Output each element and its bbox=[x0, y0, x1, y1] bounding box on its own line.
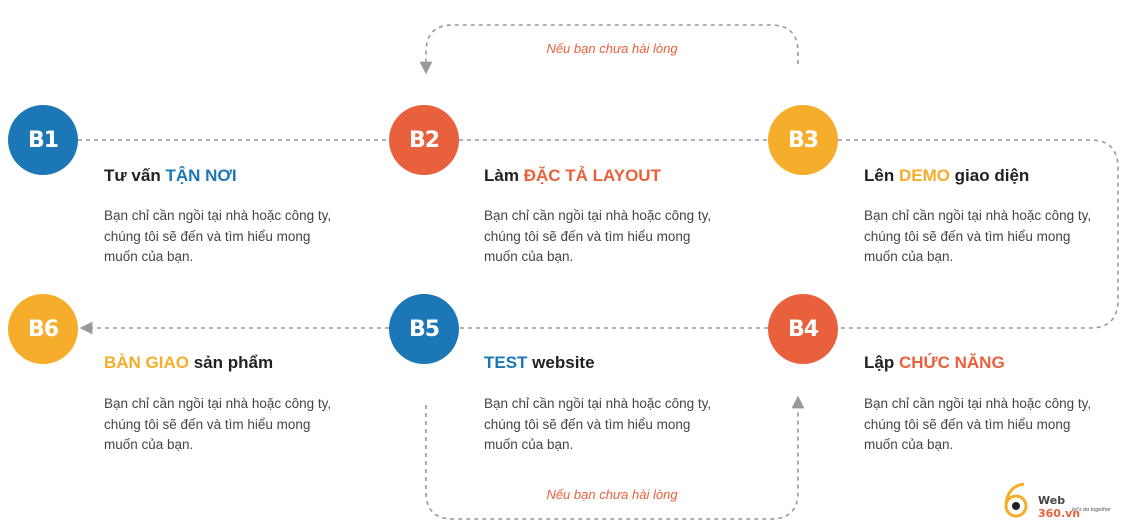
step-desc-line: Bạn chỉ cần ngồi tại nhà hoặc công ty, bbox=[104, 208, 332, 223]
loop-bottom-label: Nếu bạn chưa hài lòng bbox=[546, 487, 678, 502]
step-desc-line: Bạn chỉ cần ngồi tại nhà hoặc công ty, bbox=[864, 396, 1092, 411]
step-desc-line: Bạn chỉ cần ngồi tại nhà hoặc công ty, bbox=[864, 208, 1092, 223]
loop-top-label: Nếu bạn chưa hài lòng bbox=[546, 41, 678, 56]
step-desc-line: chúng tôi sẽ đến và tìm hiểu mong bbox=[104, 416, 311, 432]
step-desc-b4: Bạn chỉ cần ngồi tại nhà hoặc công ty, ch… bbox=[864, 394, 1121, 456]
step-title-b6: BÀN GIAO sản phẩm bbox=[104, 353, 273, 373]
step-title-b4: Lập CHỨC NĂNG bbox=[864, 353, 1005, 373]
step-desc-b6: Bạn chỉ cần ngồi tại nhà hoặc công ty, ch… bbox=[104, 394, 364, 456]
step-title-b2: Làm ĐẶC TẢ LAYOUT bbox=[484, 166, 661, 186]
step-badge-b4: B4 bbox=[768, 294, 838, 364]
step-title-accent: TEST bbox=[484, 353, 528, 372]
step-title-text: Tư vấn bbox=[104, 166, 166, 185]
step-badge-b1: B1 bbox=[8, 105, 78, 175]
step-desc-line: chúng tôi sẽ đến và tìm hiểu mong bbox=[484, 416, 691, 432]
step-title-b1: Tư vấn TẬN NƠI bbox=[104, 166, 237, 186]
logo-mark-icon bbox=[1004, 482, 1028, 518]
step-title-b3: Lên DEMO giao diện bbox=[864, 166, 1029, 186]
step-title-text: website bbox=[527, 353, 595, 372]
step-desc-line: muốn của bạn. bbox=[484, 437, 574, 452]
connector-b3-b4 bbox=[838, 139, 1119, 329]
logo-tagline: let's do together bbox=[1072, 507, 1111, 513]
step-desc-line: chúng tôi sẽ đến và tìm hiểu mong bbox=[484, 228, 691, 244]
step-desc-line: chúng tôi sẽ đến và tìm hiểu mong bbox=[864, 228, 1071, 244]
step-title-text: Làm bbox=[484, 166, 524, 185]
step-badge-b6: B6 bbox=[8, 294, 78, 364]
step-title-text: giao diện bbox=[949, 166, 1030, 185]
step-desc-b2: Bạn chỉ cần ngồi tại nhà hoặc công ty, ch… bbox=[484, 206, 744, 268]
step-desc-line: Bạn chỉ cần ngồi tại nhà hoặc công ty, bbox=[484, 208, 712, 223]
step-desc-b3: Bạn chỉ cần ngồi tại nhà hoặc công ty, ch… bbox=[864, 206, 1121, 268]
step-desc-b5: Bạn chỉ cần ngồi tại nhà hoặc công ty, ch… bbox=[484, 394, 744, 456]
step-desc-line: chúng tôi sẽ đến và tìm hiểu mong bbox=[104, 228, 311, 244]
step-desc-line: muốn của bạn. bbox=[104, 437, 194, 452]
step-title-text: Lên bbox=[864, 166, 899, 185]
step-desc-b1: Bạn chỉ cần ngồi tại nhà hoặc công ty, ch… bbox=[104, 206, 364, 268]
step-badge-b2: B2 bbox=[389, 105, 459, 175]
step-title-text: sản phẩm bbox=[189, 353, 274, 372]
step-desc-line: Bạn chỉ cần ngồi tại nhà hoặc công ty, bbox=[484, 396, 712, 411]
step-title-text: Lập bbox=[864, 353, 899, 372]
step-desc-line: chúng tôi sẽ đến và tìm hiểu mong bbox=[864, 416, 1071, 432]
step-title-accent: ĐẶC TẢ LAYOUT bbox=[523, 166, 661, 185]
loop-bottom-arrow bbox=[425, 395, 805, 520]
step-badge-b5: B5 bbox=[389, 294, 459, 364]
step-desc-line: muốn của bạn. bbox=[104, 249, 194, 264]
step-title-accent: CHỨC NĂNG bbox=[898, 353, 1005, 372]
step-title-accent: TẬN NƠI bbox=[165, 166, 237, 185]
step-title-b5: TEST website bbox=[484, 353, 595, 373]
step-badge-b3: B3 bbox=[768, 105, 838, 175]
step-desc-line: muốn của bạn. bbox=[864, 249, 954, 264]
step-desc-line: muốn của bạn. bbox=[484, 249, 574, 264]
step-desc-line: Bạn chỉ cần ngồi tại nhà hoặc công ty, bbox=[104, 396, 332, 411]
step-desc-line: muốn của bạn. bbox=[864, 437, 954, 452]
step-title-accent: DEMO bbox=[898, 166, 950, 185]
step-title-accent: BÀN GIAO bbox=[104, 353, 189, 372]
